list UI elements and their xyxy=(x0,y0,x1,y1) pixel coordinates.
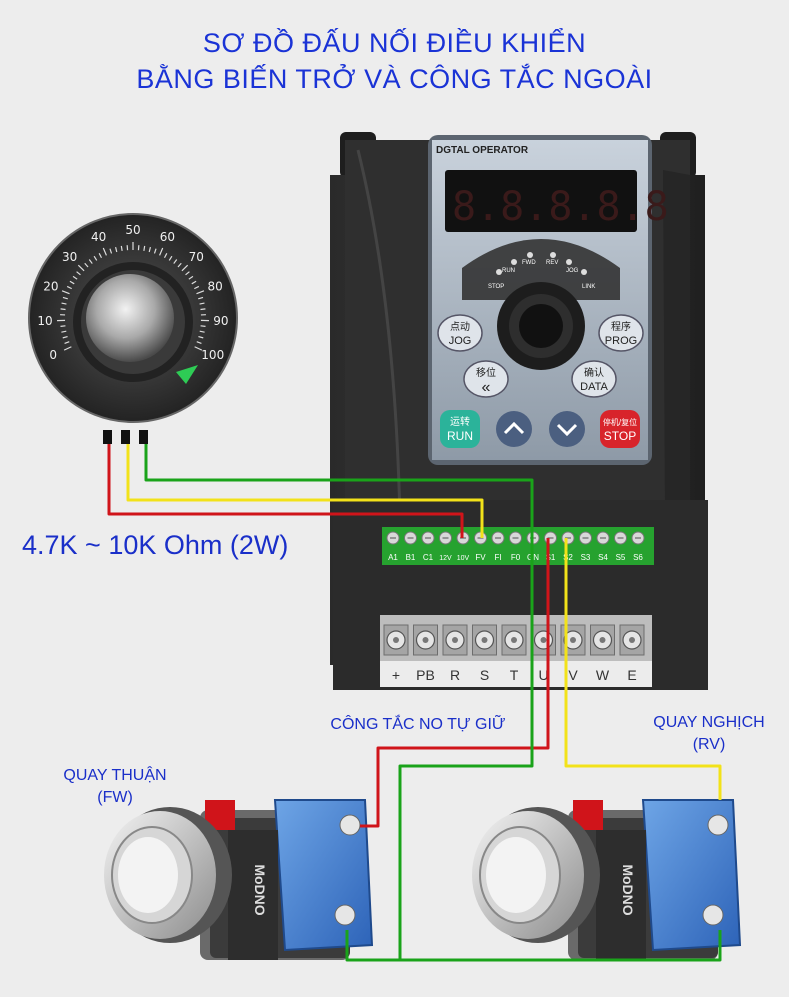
panel-title: DGTAL OPERATOR xyxy=(436,145,529,156)
down-button[interactable] xyxy=(549,411,585,447)
reverse-label-line1: QUAY NGHỊCH xyxy=(653,714,765,731)
control-terminal-label: F0 xyxy=(511,553,521,562)
pot-scale-label: 20 xyxy=(43,279,58,293)
control-terminal-label: B1 xyxy=(406,553,416,562)
svg-text:确认: 确认 xyxy=(584,366,604,379)
control-terminal-label: S6 xyxy=(633,553,643,562)
pointer-arrow-icon xyxy=(176,365,198,384)
wire-yellow-s2-rv xyxy=(564,538,722,800)
control-terminal-label: FV xyxy=(475,553,486,562)
pot-scale-label: 80 xyxy=(208,279,223,293)
up-button[interactable] xyxy=(496,411,532,447)
power-terminal-label: W xyxy=(596,667,610,683)
brand-logo: MoDNO xyxy=(252,864,268,915)
jog-button[interactable]: 点动 JOG xyxy=(437,314,483,352)
wiring xyxy=(107,444,722,962)
svg-text:PROG: PROG xyxy=(605,335,637,347)
svg-text:点动: 点动 xyxy=(450,321,470,333)
control-terminal-label: A1 xyxy=(388,553,398,562)
wire-red-pot-10v xyxy=(107,444,464,538)
forward-label-line1: QUAY THUẬN xyxy=(63,767,167,784)
svg-text:移位: 移位 xyxy=(476,366,496,379)
forward-label: QUAY THUẬN (FW) xyxy=(60,765,170,809)
power-terminal-label: T xyxy=(510,667,519,683)
brand-logo: MoDNO xyxy=(620,864,636,915)
control-terminal-label: 12V xyxy=(439,555,452,562)
pot-scale-label: 30 xyxy=(62,250,77,264)
pot-scale-label: 70 xyxy=(189,250,204,264)
reverse-label: QUAY NGHỊCH (RV) xyxy=(642,712,776,756)
svg-text:8.8.8.8.8: 8.8.8.8.8 xyxy=(452,184,669,230)
shift-button[interactable]: 移位 « xyxy=(463,360,509,398)
power-terminal-label: R xyxy=(450,667,460,683)
svg-text:DATA: DATA xyxy=(580,381,608,393)
power-terminal-label: E xyxy=(627,667,636,683)
svg-text:运转: 运转 xyxy=(450,415,470,428)
control-terminal-label: S3 xyxy=(581,553,591,562)
power-terminal-label: S xyxy=(480,667,489,683)
power-terminal-label: + xyxy=(392,667,400,683)
pot-scale-label: 90 xyxy=(213,314,228,328)
led-display xyxy=(445,170,637,232)
pot-scale-label: 40 xyxy=(91,230,106,244)
svg-text:停机/复位: 停机/复位 xyxy=(603,417,637,427)
led-label-fwd: FWD xyxy=(522,260,536,266)
pot-scale-label: 100 xyxy=(201,348,224,362)
power-terminal-block: + PB R S T U V W E xyxy=(380,615,652,687)
control-terminal-label: S4 xyxy=(598,553,608,562)
power-terminal-label: PB xyxy=(416,667,435,683)
operator-panel: DGTAL OPERATOR 8.8.8.8.8 STOP RUN FWD RE… xyxy=(428,135,669,465)
chevron-up-icon xyxy=(503,421,525,435)
led-label-link: LINK xyxy=(582,284,595,290)
diagram-title-line2: BẰNG BIẾN TRỞ VÀ CÔNG TẮC NGOÀI xyxy=(136,64,653,94)
pushbutton-switch-reverse[interactable]: MoDNO xyxy=(472,799,742,960)
inverter-drive: DGTAL OPERATOR 8.8.8.8.8 STOP RUN FWD RE… xyxy=(330,132,708,690)
run-button[interactable]: 运转 RUN xyxy=(440,410,480,448)
svg-text:RUN: RUN xyxy=(447,429,473,443)
chevron-down-icon xyxy=(556,423,578,437)
svg-text:JOG: JOG xyxy=(449,335,472,347)
wire-red-s1-fw xyxy=(360,538,550,828)
data-button[interactable]: 确认 DATA xyxy=(571,360,617,398)
pot-scale-label: 50 xyxy=(125,223,140,237)
control-terminal-label: FI xyxy=(494,553,501,562)
control-terminal-label: 10V xyxy=(457,555,470,562)
wire-yellow-pot-fv xyxy=(126,444,484,538)
power-terminal-label: U xyxy=(538,667,548,683)
wire-green-pot-gnd xyxy=(144,444,534,962)
latch-tab xyxy=(205,800,235,830)
svg-text:程序: 程序 xyxy=(611,320,631,333)
pushbutton-switch-forward[interactable]: MoDNO xyxy=(104,799,374,960)
svg-text:STOP: STOP xyxy=(604,429,636,443)
control-terminal-label: C1 xyxy=(423,553,434,562)
control-terminal-label: S2 xyxy=(563,553,573,562)
pot-scale-label: 0 xyxy=(49,348,57,362)
wire-green-common xyxy=(400,744,722,962)
led-label-run: RUN xyxy=(502,268,515,274)
diagram-title-line1: SƠ ĐỒ ĐẤU NỐI ĐIỀU KHIỂN xyxy=(202,28,587,58)
latch-tab xyxy=(573,800,603,830)
potentiometer: 0 10 20 30 40 50 60 70 80 90 100 xyxy=(28,213,238,444)
potentiometer-knob[interactable] xyxy=(86,274,174,362)
led-label-jog: JOG xyxy=(566,268,579,274)
switch-type-label: CÔNG TẮC NO TỰ GIỮ xyxy=(330,716,506,733)
control-terminal-label: S1 xyxy=(546,553,556,562)
pot-scale-label: 10 xyxy=(37,314,52,328)
potentiometer-spec: 4.7K ~ 10K Ohm (2W) xyxy=(22,530,289,560)
reverse-label-line2: (RV) xyxy=(692,736,726,753)
control-terminal-label: S5 xyxy=(616,553,626,562)
power-terminal-label: V xyxy=(568,667,578,683)
stop-button[interactable]: 停机/复位 STOP xyxy=(600,410,640,448)
led-label-rev: REV xyxy=(546,260,558,266)
svg-text:«: « xyxy=(482,379,491,396)
forward-label-line2: (FW) xyxy=(97,789,133,806)
pot-scale-label: 60 xyxy=(160,230,175,244)
prog-button[interactable]: 程序 PROG xyxy=(598,314,644,352)
led-label-stop: STOP xyxy=(488,284,504,290)
